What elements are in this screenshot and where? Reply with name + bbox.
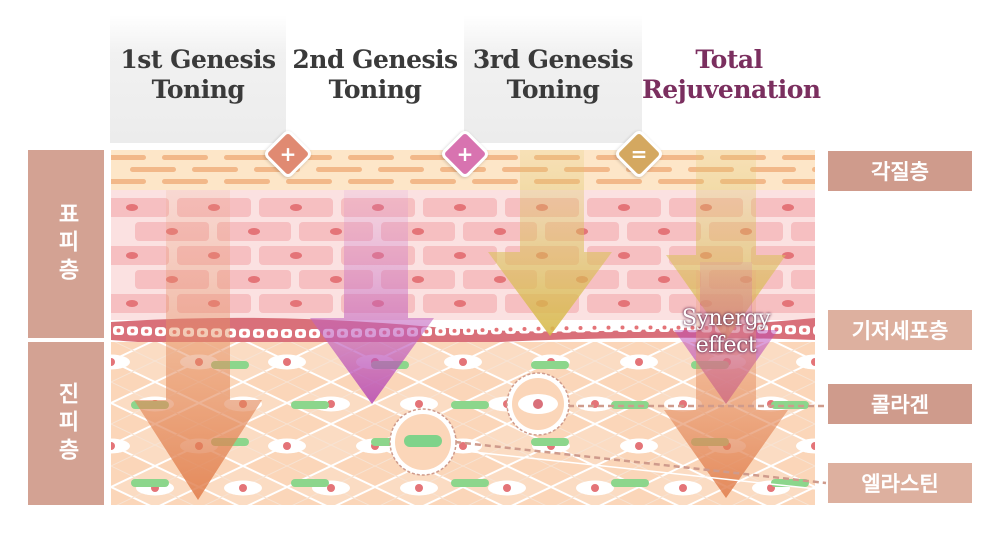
operator-3: = <box>630 142 648 166</box>
elastin-leader-line <box>454 440 827 485</box>
stratum-corneum-label: 각질층 <box>828 151 972 191</box>
dermis-label: 진피층 <box>28 342 104 505</box>
header-1st-line2: Toning <box>151 75 245 104</box>
header-3rd-line1: 3rd Genesis <box>472 45 634 74</box>
header-1st-line1: 1st Genesis <box>120 45 276 74</box>
arrow-3rd-toning <box>488 150 612 336</box>
synergy-line2: effect <box>695 333 757 358</box>
header-2nd-line2: Toning <box>328 75 422 104</box>
epidermis-label: 표피층 <box>28 150 104 338</box>
collagen-magnifier <box>506 372 570 436</box>
operator-2: + <box>456 142 474 166</box>
collagen-label: 콜라겐 <box>828 384 972 424</box>
arrow-1st-toning <box>134 190 262 500</box>
header-total-line1: Total <box>695 45 763 74</box>
operator-1: + <box>279 142 297 166</box>
arrow-2nd-toning <box>310 190 434 404</box>
header-3rd-line2: Toning <box>506 75 600 104</box>
basal-layer-label: 기저세포층 <box>828 310 972 350</box>
header-2nd-line1: 2nd Genesis <box>292 45 458 74</box>
header-total-line2: Rejuvenation <box>642 75 821 104</box>
elastin-magnifier <box>389 408 457 476</box>
synergy-line1: Synergy <box>681 306 771 331</box>
synergy-effect-label: Synergy effect <box>662 305 790 359</box>
elastin-label: 엘라스틴 <box>828 463 972 503</box>
arrow-total-rejuvenation <box>664 150 788 498</box>
